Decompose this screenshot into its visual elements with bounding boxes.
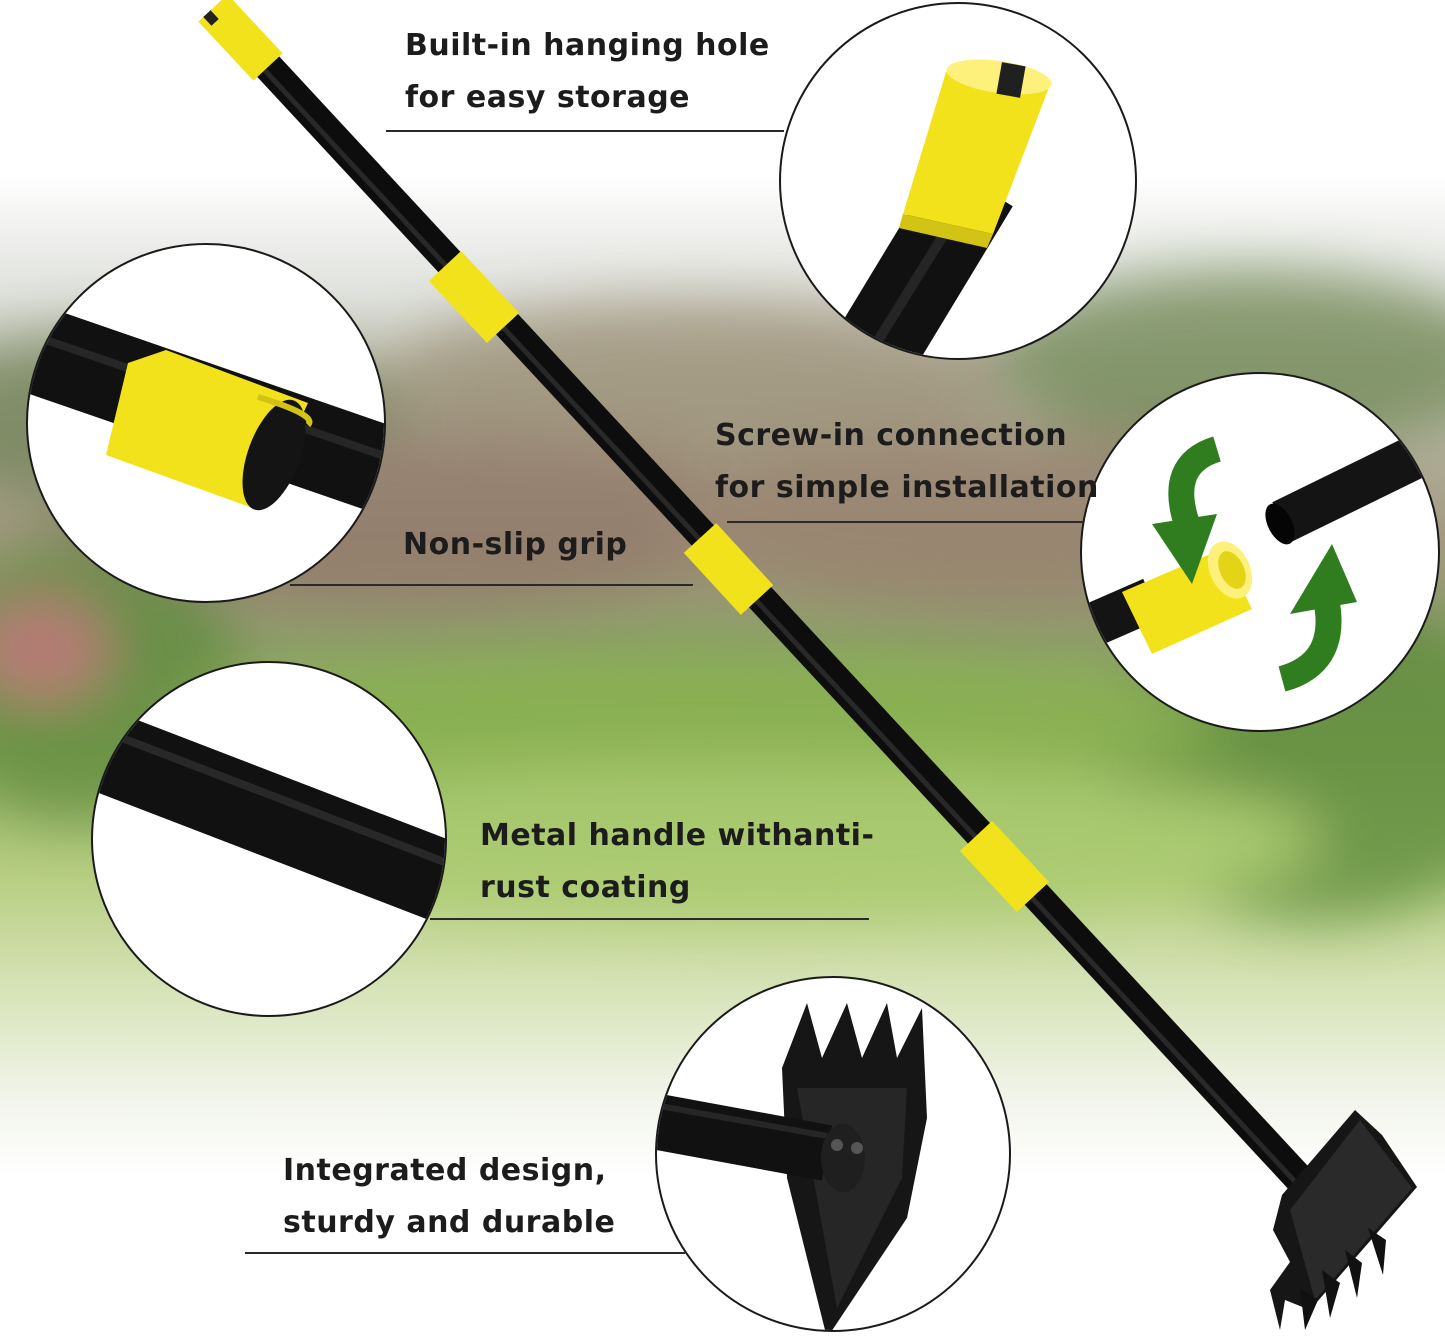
metal-handle-label: Metal handle withanti- rust coating: [480, 810, 874, 914]
integrated-divider: [245, 1252, 685, 1254]
screw-in-closeup: [1080, 372, 1440, 732]
handle-shaft: [210, 5, 1320, 1200]
screw-in-label-line1: Screw-in connection: [715, 418, 1068, 453]
screw-in-divider: [727, 521, 1083, 523]
handle-closeup: [91, 661, 447, 1017]
screw-in-label-line2: for simple installation: [715, 470, 1099, 505]
handle-closeup-icon: [93, 704, 445, 927]
hoe-head: [1270, 1110, 1417, 1330]
yellow-collar: [198, 0, 1050, 913]
integrated-label-line2: sturdy and durable: [283, 1205, 616, 1240]
metal-handle-divider: [430, 918, 869, 920]
screw-in-label: Screw-in connection for simple installat…: [715, 410, 1099, 514]
hanging-hole-divider: [386, 130, 784, 132]
non-slip-grip-divider: [290, 584, 693, 586]
hanging-hole-closeup-icon: [824, 59, 1052, 358]
hanging-hole-closeup: [779, 2, 1137, 360]
integrated-label-line1: Integrated design,: [283, 1153, 607, 1188]
non-slip-grip-label-line1: Non-slip grip: [403, 527, 628, 562]
grip-closeup: [26, 243, 386, 603]
hanging-hole-label-line2: for easy storage: [405, 80, 691, 115]
metal-handle-label-line1: Metal handle withanti-: [480, 818, 875, 853]
non-slip-grip-label: Non-slip grip: [403, 519, 627, 571]
hoe-head-closeup: [655, 976, 1011, 1332]
hanging-hole-label: Built-in hanging hole for easy storage: [405, 20, 770, 124]
hanging-hole-label-line1: Built-in hanging hole: [405, 28, 770, 63]
rotate-arrows-icon: [1082, 421, 1438, 692]
hoe-head-closeup-icon: [657, 1003, 927, 1330]
metal-handle-label-line2: rust coating: [480, 870, 691, 905]
integrated-label: Integrated design, sturdy and durable: [283, 1145, 615, 1249]
grip-closeup-icon: [28, 300, 384, 517]
